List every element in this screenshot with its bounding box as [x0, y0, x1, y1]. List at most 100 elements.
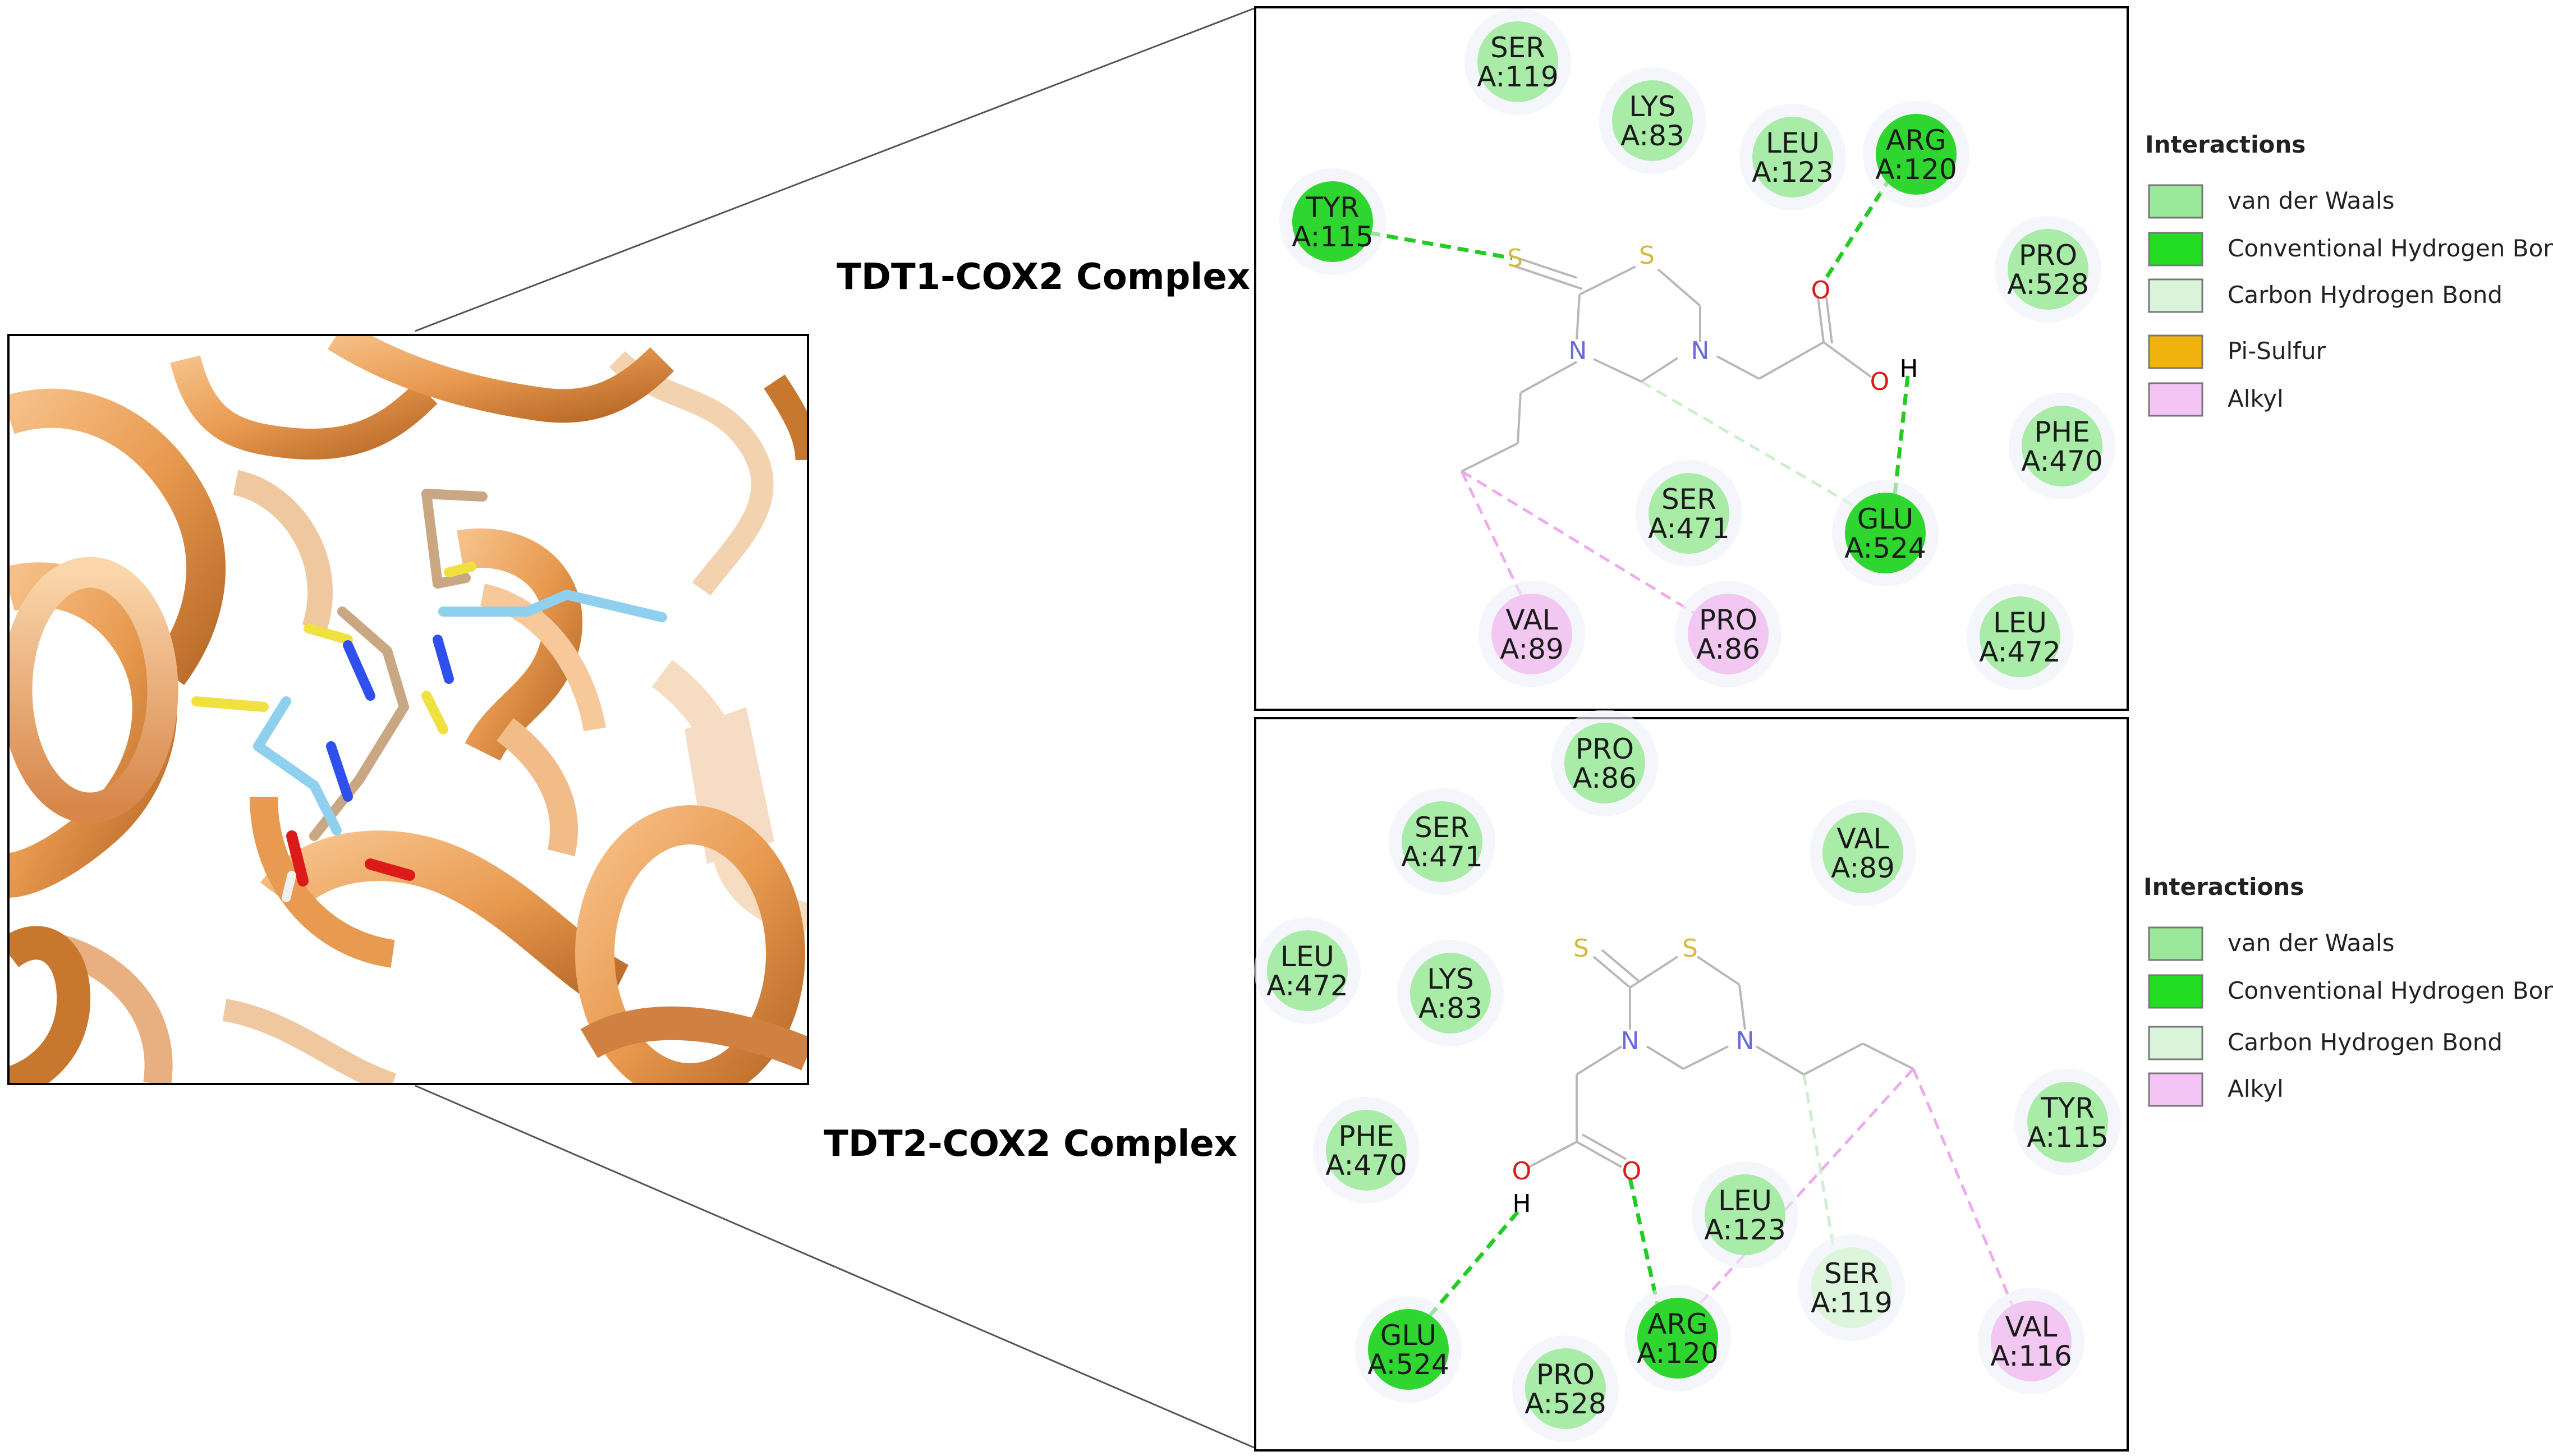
residue-chain: A:524	[1367, 1348, 1449, 1381]
tdt2-hbond-glu524	[1407, 1210, 1519, 1343]
residue-chain: A:83	[1620, 120, 1684, 152]
residue-name: PRO	[2019, 239, 2077, 272]
residue-chain: A:116	[1990, 1340, 2072, 1372]
residue-disc	[1637, 1298, 1718, 1379]
protein-ribbons	[8, 335, 808, 1084]
residue-name: PRO	[1536, 1358, 1595, 1391]
tdt1-atom-labels: S S N N O O H	[1507, 241, 1918, 396]
residue-disc	[1705, 1174, 1785, 1255]
tdt2-legend-item-2: Carbon Hydrogen Bond	[2148, 1026, 2503, 1060]
legend-label: van der Waals	[2228, 187, 2395, 214]
residue-name: PHE	[1338, 1120, 1394, 1152]
residue-chain: A:470	[2021, 445, 2103, 477]
residue-chain: A:471	[1401, 840, 1483, 873]
residue-disc	[1525, 1348, 1606, 1429]
tdt2-atom-n2: N	[1736, 1027, 1755, 1055]
residue-chain: A:120	[1637, 1337, 1719, 1370]
residue-name: PHE	[2034, 416, 2090, 448]
tdt1-legend-item-2: Carbon Hydrogen Bond	[2148, 278, 2503, 313]
residue-name: LEU	[1280, 940, 1334, 973]
legend-label: van der Waals	[2228, 929, 2395, 957]
residue-name: SER	[1824, 1257, 1879, 1290]
legend-label: Alkyl	[2228, 385, 2284, 412]
residue-disc	[1822, 812, 1903, 893]
residue-chain: A:119	[1477, 61, 1559, 93]
tdt1-legend-item-0: van der Waals	[2148, 184, 2395, 219]
residue-name: LEU	[1766, 127, 1820, 159]
tdt2-atom-h: H	[1512, 1189, 1531, 1218]
residue-name: TYR	[1305, 191, 1360, 224]
residue-chain: A:472	[1266, 970, 1348, 1002]
tdt1-alkyl-pro86	[1461, 470, 1707, 622]
residue-name: SER	[1415, 811, 1470, 844]
ligand-sticks	[191, 489, 667, 902]
tdt1-atom-o-hydroxyl: O	[1870, 368, 1890, 396]
interaction-diagram-tdt2: S S N N O O H PROA:86SERA:471VALA:89LEUA…	[1254, 710, 2129, 1452]
legend-label: Alkyl	[2228, 1075, 2284, 1103]
legend-swatch	[2148, 278, 2203, 313]
residue-name: TYR	[2040, 1092, 2095, 1124]
residue-disc	[1612, 80, 1693, 161]
residue-chain: A:472	[1979, 636, 2061, 668]
tdt2-atom-n1: N	[1621, 1027, 1640, 1055]
tdt1-hbond-tyr115	[1369, 231, 1513, 260]
legend-tdt1-title: Interactions	[2145, 131, 2306, 158]
residue-name: ARG	[1647, 1308, 1708, 1340]
residue-name: SER	[1490, 31, 1545, 64]
residue-disc	[1368, 1309, 1449, 1390]
residue-name: LYS	[1427, 963, 1474, 995]
legend-swatch	[2148, 334, 2203, 369]
residue-disc	[1688, 594, 1769, 674]
residue-disc	[1811, 1247, 1892, 1328]
tdt2-atom-labels: S S N N O O H	[1512, 934, 1755, 1218]
protein-structure-panel	[7, 334, 809, 1085]
residue-name: VAL	[2005, 1311, 2057, 1343]
residue-chain: A:83	[1418, 992, 1482, 1025]
residue-disc	[1649, 473, 1729, 554]
residue-chain: A:89	[1500, 633, 1564, 665]
tdt1-atom-s-thione: S	[1507, 244, 1523, 273]
legend-label: Conventional Hydrogen Bond	[2228, 235, 2553, 262]
residue-disc	[1491, 594, 1572, 674]
tdt2-atom-s-thione: S	[1573, 934, 1589, 963]
residue-chain: A:528	[2007, 268, 2089, 301]
legend-swatch	[2148, 926, 2203, 961]
tdt2-hbond-arg120	[1628, 1178, 1660, 1308]
residue-disc	[1876, 114, 1957, 195]
tdt2-interaction-lines	[1407, 1068, 2016, 1343]
residue-name: LEU	[1993, 607, 2047, 639]
legend-label: Conventional Hydrogen Bond	[2228, 977, 2553, 1004]
residue-disc	[1564, 723, 1645, 803]
residue-name: GLU	[1857, 503, 1914, 535]
complex2-title: TDT2-COX2 Complex	[824, 1123, 1237, 1165]
tdt2-atom-s-ring: S	[1682, 934, 1698, 963]
tdt2-alkyl-arg120	[1688, 1068, 1914, 1317]
residue-disc	[1980, 596, 2060, 677]
tdt2-legend-item-3: Alkyl	[2148, 1072, 2284, 1107]
residue-name: LYS	[1629, 90, 1676, 123]
tdt1-atom-n2: N	[1691, 337, 1710, 365]
tdt1-legend-item-4: Alkyl	[2148, 382, 2284, 417]
residue-name: VAL	[1505, 604, 1558, 636]
residue-chain: A:524	[1844, 532, 1926, 564]
